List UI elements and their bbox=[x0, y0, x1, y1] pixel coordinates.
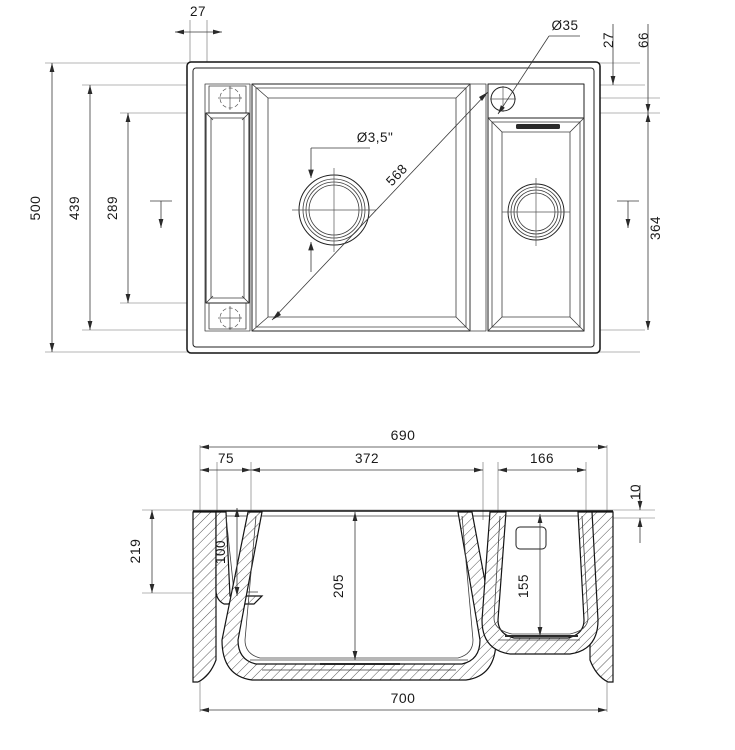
dimension-364: 364 bbox=[645, 113, 663, 330]
dimension-66-label: 66 bbox=[636, 32, 651, 48]
dimension-75-label: 75 bbox=[218, 451, 234, 466]
dimension-166-label: 166 bbox=[530, 451, 554, 466]
dimension-166: 166 bbox=[498, 451, 586, 473]
dimension-289: 289 bbox=[105, 113, 131, 303]
main-bowl bbox=[251, 83, 471, 332]
dimension-500: 500 bbox=[27, 63, 55, 352]
mounting-marker-top bbox=[218, 86, 242, 110]
dimension-439-label: 439 bbox=[67, 196, 82, 220]
dimension-372: 372 bbox=[251, 451, 483, 473]
dimension-10: 10 bbox=[628, 484, 643, 543]
dimension-27-left-label: 27 bbox=[190, 4, 206, 19]
main-bowl-drain bbox=[292, 168, 376, 252]
dimension-100: 100 bbox=[213, 508, 240, 596]
half-dimension-marker-right bbox=[617, 200, 639, 228]
dimension-219-label: 219 bbox=[127, 539, 143, 564]
mounting-marker-bottom bbox=[218, 306, 242, 330]
dimension-289-label: 289 bbox=[105, 196, 120, 220]
dimension-27-right-label: 27 bbox=[601, 32, 616, 48]
top-view-group: 500 439 289 27 27 bbox=[27, 4, 663, 354]
sink-rim-inner-edge bbox=[192, 67, 595, 348]
overflow-port bbox=[515, 526, 547, 550]
dimension-700: 700 bbox=[200, 690, 607, 713]
dimension-700-label: 700 bbox=[391, 690, 416, 706]
drain-diameter-leader: Ø3,5" bbox=[308, 130, 393, 272]
dimension-372-label: 372 bbox=[355, 451, 379, 466]
dimension-690-label: 690 bbox=[391, 427, 416, 443]
dimension-500-label: 500 bbox=[27, 196, 43, 221]
section-view-group: 690 75 372 166 10 219 bbox=[127, 427, 655, 713]
tap-hole-leader: Ø35 bbox=[497, 18, 580, 115]
bowl-divider bbox=[469, 83, 487, 332]
dimension-364-label: 364 bbox=[648, 216, 663, 240]
left-cabinet-wall bbox=[192, 511, 217, 683]
dimension-155: 155 bbox=[516, 514, 543, 636]
left-ledge-section bbox=[215, 511, 264, 605]
dimension-205: 205 bbox=[331, 512, 358, 660]
right-cabinet-wall bbox=[589, 511, 614, 683]
drain-diameter-label: Ø3,5" bbox=[357, 130, 394, 145]
overflow-slot bbox=[516, 124, 560, 129]
dimension-10-label: 10 bbox=[628, 484, 643, 500]
small-bowl-drain bbox=[502, 178, 570, 246]
dimension-66-right: 66 bbox=[636, 24, 651, 113]
small-bowl-section bbox=[481, 511, 599, 655]
tap-hole-diameter-label: Ø35 bbox=[551, 18, 578, 33]
main-bowl-section bbox=[221, 511, 497, 681]
dimension-690: 690 bbox=[200, 427, 607, 450]
small-bowl bbox=[487, 83, 585, 332]
dimension-205-label: 205 bbox=[331, 574, 346, 598]
dimension-75: 75 bbox=[200, 451, 251, 473]
left-ledge-group bbox=[204, 83, 251, 332]
dimension-100-label: 100 bbox=[213, 540, 228, 564]
half-dimension-marker-left bbox=[150, 200, 172, 228]
dimension-219: 219 bbox=[127, 510, 155, 593]
dimension-27-right: 27 bbox=[601, 24, 616, 85]
dimension-439: 439 bbox=[67, 85, 93, 330]
dimension-155-label: 155 bbox=[516, 574, 531, 598]
